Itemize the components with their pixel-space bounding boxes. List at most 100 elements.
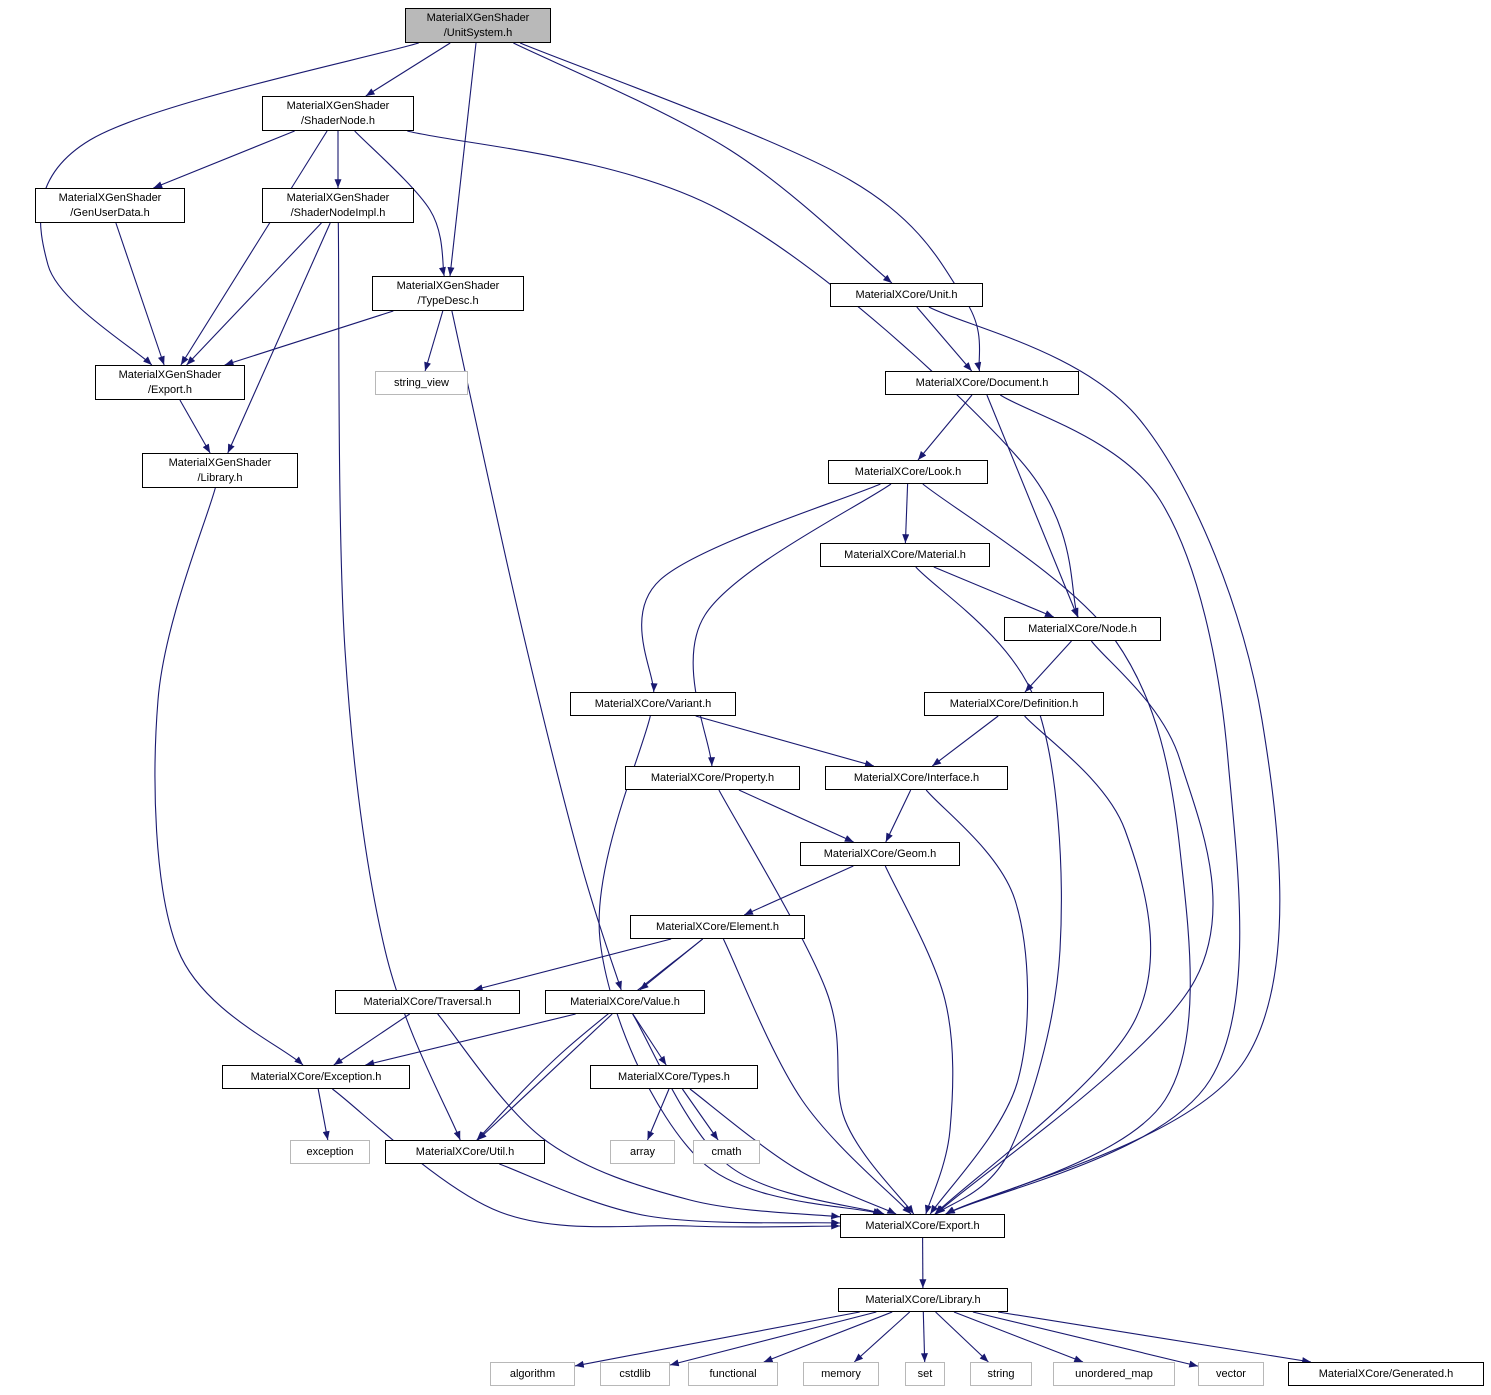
edge-typedesc-value (451, 310, 622, 991)
edge-shadernodeimpl-genlibrary (227, 222, 331, 454)
edge-definition-coreexport (934, 715, 1152, 1215)
edge-unit-document (916, 306, 973, 372)
edge-unitsystem-genexport (39, 42, 419, 366)
node-definition[interactable]: MaterialXCore/Definition.h (924, 692, 1104, 716)
node-coreexport[interactable]: MaterialXCore/Export.h (840, 1214, 1005, 1238)
edge-node-coreexport (935, 640, 1214, 1215)
edge-shadernode-genexport (180, 130, 328, 366)
edge-util-coreexport (499, 1163, 841, 1227)
edge-unit-coreexport (928, 306, 1281, 1215)
edge-genuserdata-genexport (115, 222, 165, 366)
node-exception_std: exception (290, 1140, 370, 1164)
edge-typedesc-genexport (224, 310, 394, 366)
edge-unitsystem-unit (513, 42, 893, 284)
edge-geom-element (743, 865, 854, 916)
node-vector: vector (1198, 1362, 1264, 1386)
node-corelibrary[interactable]: MaterialXCore/Library.h (838, 1288, 1008, 1312)
edge-unitsystem-document (519, 42, 982, 372)
edge-exception_h-exception_std (317, 1088, 330, 1141)
node-unit[interactable]: MaterialXCore/Unit.h (830, 283, 983, 307)
node-genlibrary[interactable]: MaterialXGenShader /Library.h (142, 453, 298, 488)
node-element[interactable]: MaterialXCore/Element.h (630, 915, 805, 939)
node-exception_h[interactable]: MaterialXCore/Exception.h (222, 1065, 410, 1089)
edge-genlibrary-exception_h (154, 487, 304, 1066)
edge-value-util (477, 1013, 613, 1141)
edge-element-traversal (473, 938, 672, 992)
edge-corelibrary-unordered_map (953, 1311, 1084, 1363)
node-shadernode[interactable]: MaterialXGenShader /ShaderNode.h (262, 96, 414, 131)
edge-value-exception_h (365, 1013, 576, 1067)
edge-definition-interface (931, 715, 999, 767)
node-set: set (905, 1362, 945, 1386)
edge-interface-geom (885, 789, 912, 843)
edge-geom-coreexport (884, 865, 954, 1215)
edge-property-coreexport (718, 789, 915, 1215)
node-memory: memory (803, 1362, 879, 1386)
edge-unitsystem-typedesc (447, 42, 477, 277)
edge-traversal-coreexport (437, 1013, 841, 1220)
edge-node-definition (1024, 640, 1072, 693)
edge-types-cmath (681, 1088, 719, 1141)
edge-document-look (917, 394, 973, 461)
edge-look-material (902, 483, 910, 544)
node-cmath: cmath (693, 1140, 760, 1164)
edge-element-util (476, 938, 703, 1141)
edge-material-coreexport (915, 566, 1062, 1215)
edge-variant-interface (695, 715, 874, 768)
node-string: string (970, 1362, 1032, 1386)
node-genexport[interactable]: MaterialXGenShader /Export.h (95, 365, 245, 400)
edge-shadernode-genuserdata (153, 130, 295, 189)
edge-shadernodeimpl-util (337, 222, 461, 1141)
edge-corelibrary-cstdlib (669, 1311, 877, 1367)
node-types[interactable]: MaterialXCore/Types.h (590, 1065, 758, 1089)
node-geom[interactable]: MaterialXCore/Geom.h (800, 842, 960, 866)
edge-corelibrary-string (935, 1311, 989, 1363)
edge-document-node (986, 394, 1079, 618)
edge-types-array (646, 1088, 670, 1141)
node-document[interactable]: MaterialXCore/Document.h (885, 371, 1079, 395)
node-typedesc[interactable]: MaterialXGenShader /TypeDesc.h (372, 276, 524, 311)
edge-corelibrary-generated (998, 1311, 1311, 1365)
edge-corelibrary-set (920, 1311, 928, 1363)
node-node[interactable]: MaterialXCore/Node.h (1004, 617, 1161, 641)
edge-genexport-genlibrary (179, 399, 211, 454)
edge-traversal-exception_h (333, 1013, 411, 1066)
edge-look-variant (641, 483, 881, 693)
node-shadernodeimpl[interactable]: MaterialXGenShader /ShaderNodeImpl.h (262, 188, 414, 223)
edge-corelibrary-functional (763, 1311, 893, 1363)
node-variant[interactable]: MaterialXCore/Variant.h (570, 692, 736, 716)
node-interface[interactable]: MaterialXCore/Interface.h (825, 766, 1008, 790)
node-look[interactable]: MaterialXCore/Look.h (828, 460, 988, 484)
node-algorithm: algorithm (490, 1362, 575, 1386)
edge-corelibrary-memory (853, 1311, 911, 1363)
edge-document-coreexport (945, 394, 1241, 1215)
node-util[interactable]: MaterialXCore/Util.h (385, 1140, 545, 1164)
edge-variant-coreexport (598, 715, 883, 1215)
edge-shadernode-typedesc (354, 130, 446, 277)
node-traversal[interactable]: MaterialXCore/Traversal.h (335, 990, 520, 1014)
edge-unitsystem-shadernode (365, 42, 451, 97)
node-generated[interactable]: MaterialXCore/Generated.h (1288, 1362, 1484, 1386)
edge-property-geom (738, 789, 854, 843)
edge-corelibrary-algorithm (574, 1311, 860, 1368)
node-unitsystem: MaterialXGenShader /UnitSystem.h (405, 8, 551, 43)
edge-value-coreexport (632, 1013, 885, 1215)
node-stringview: string_view (375, 371, 468, 395)
node-value[interactable]: MaterialXCore/Value.h (545, 990, 705, 1014)
node-genuserdata[interactable]: MaterialXGenShader /GenUserData.h (35, 188, 185, 223)
edge-look-coreexport (922, 483, 1191, 1215)
edge-corelibrary-vector (972, 1311, 1199, 1368)
edge-shadernodeimpl-genexport (186, 222, 322, 366)
edge-value-types (632, 1013, 667, 1066)
edge-typedesc-stringview (424, 310, 444, 372)
node-cstdlib: cstdlib (600, 1362, 670, 1386)
node-array: array (610, 1140, 675, 1164)
node-property[interactable]: MaterialXCore/Property.h (625, 766, 800, 790)
edge-look-property (692, 483, 892, 767)
node-unordered_map: unordered_map (1053, 1362, 1175, 1386)
edge-interface-coreexport (925, 789, 1029, 1215)
node-material[interactable]: MaterialXCore/Material.h (820, 543, 990, 567)
edge-element-coreexport (722, 938, 912, 1215)
